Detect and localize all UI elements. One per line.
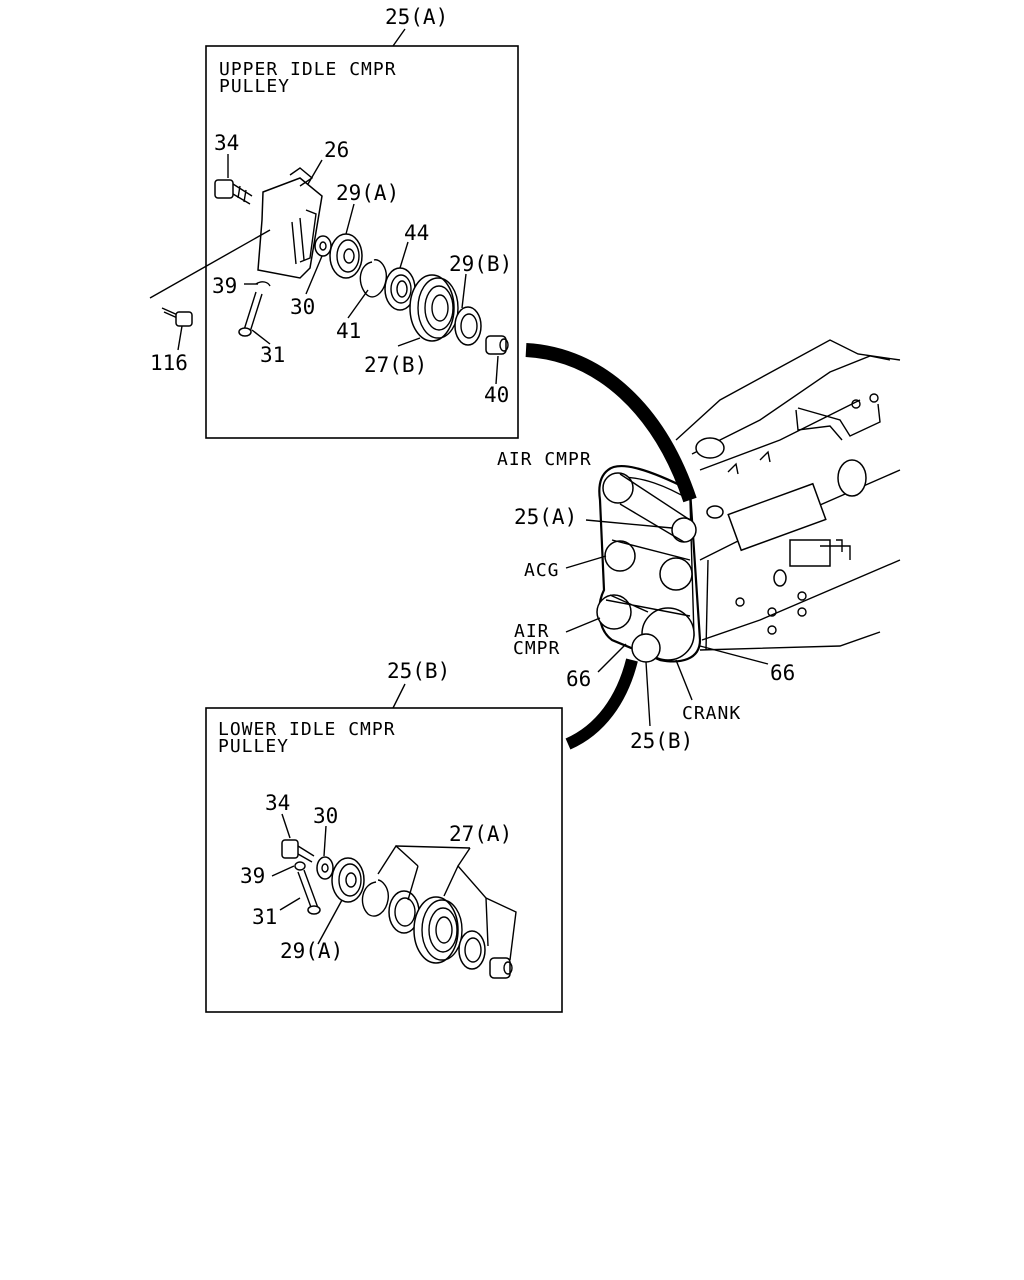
upper-part-26: 26 — [324, 138, 349, 162]
lower-part-27a: 27(A) — [449, 822, 512, 846]
washer-30 — [314, 235, 332, 257]
upper-part-40: 40 — [484, 383, 509, 407]
lower-part-31: 31 — [252, 905, 277, 929]
label-25b: 25(B) — [630, 729, 693, 753]
seal-29b — [454, 306, 482, 346]
label-cmpr: CMPR — [513, 638, 560, 659]
lower-bolt-34 — [281, 839, 315, 863]
lower-seal-29b — [458, 930, 486, 970]
upper-part-30: 30 — [290, 295, 315, 319]
lower-inset-frame — [205, 707, 563, 1013]
lower-seal-29a — [331, 857, 365, 903]
pulley-air-cmpr-lower — [596, 594, 632, 630]
upper-part-41: 41 — [336, 319, 361, 343]
label-25a: 25(A) — [514, 505, 577, 529]
lower-part-34: 34 — [265, 791, 290, 815]
pulley-mid — [659, 557, 693, 591]
label-crank: CRANK — [682, 703, 741, 724]
upper-part-34: 34 — [214, 131, 239, 155]
label-air-cmpr-upper: AIR CMPR — [497, 449, 592, 470]
nut-40 — [485, 335, 509, 355]
bracket-26 — [257, 167, 323, 279]
upper-inset-title: UPPER IDLE CMPR — [219, 59, 397, 80]
bolt-31 — [238, 291, 263, 337]
lower-part-39: 39 — [240, 864, 265, 888]
upper-connector-arc — [525, 343, 697, 503]
lower-pulley-27a — [413, 896, 463, 964]
upper-part-44: 44 — [404, 221, 429, 245]
snap-ring-41 — [359, 259, 388, 298]
upper-part-31: 31 — [260, 343, 285, 367]
lower-inset: 25(B) LOWER IDLE CMPR PULLEY — [205, 659, 563, 1013]
lower-washer-30 — [316, 856, 334, 880]
lower-inset-subtitle: PULLEY — [218, 736, 289, 757]
upper-part-116: 116 — [150, 351, 188, 375]
bolt-34 — [214, 179, 253, 205]
lower-part-30: 30 — [313, 804, 338, 828]
bolt-116 — [149, 229, 271, 327]
engine-view: AIR CMPR 25(A) ACG AIR CMPR 66 66 CRANK … — [497, 339, 901, 753]
pulley-27b — [409, 274, 459, 342]
upper-part-27b: 27(B) — [364, 353, 427, 377]
pulley-acg — [604, 540, 636, 572]
label-66-left: 66 — [566, 667, 591, 691]
label-66-right: 66 — [770, 661, 795, 685]
upper-inset: 25(A) UPPER IDLE CMPR PULLEY — [149, 5, 519, 439]
lower-washer-39 — [294, 861, 306, 871]
label-acg: ACG — [524, 560, 560, 581]
lower-connector-arc — [565, 658, 638, 750]
upper-part-29b: 29(B) — [449, 252, 512, 276]
pulley-air-cmpr-upper — [602, 472, 634, 504]
lower-snap-ring — [361, 879, 390, 917]
upper-inset-subtitle: PULLEY — [219, 76, 290, 97]
pulley-25b — [631, 633, 661, 663]
washer-39 — [255, 281, 271, 287]
lower-nut — [489, 957, 513, 979]
upper-inset-callout: 25(A) — [385, 5, 448, 29]
pulley-25a — [671, 517, 697, 543]
lower-inset-title: LOWER IDLE CMPR — [218, 719, 396, 740]
seal-29a — [329, 233, 363, 279]
lower-part-29a: 29(A) — [280, 939, 343, 963]
label-air: AIR — [514, 621, 550, 642]
lower-bolt-31 — [297, 869, 321, 915]
upper-part-39: 39 — [212, 274, 237, 298]
upper-inset-frame — [205, 45, 519, 439]
lower-inset-callout: 25(B) — [387, 659, 450, 683]
upper-part-29a: 29(A) — [336, 181, 399, 205]
